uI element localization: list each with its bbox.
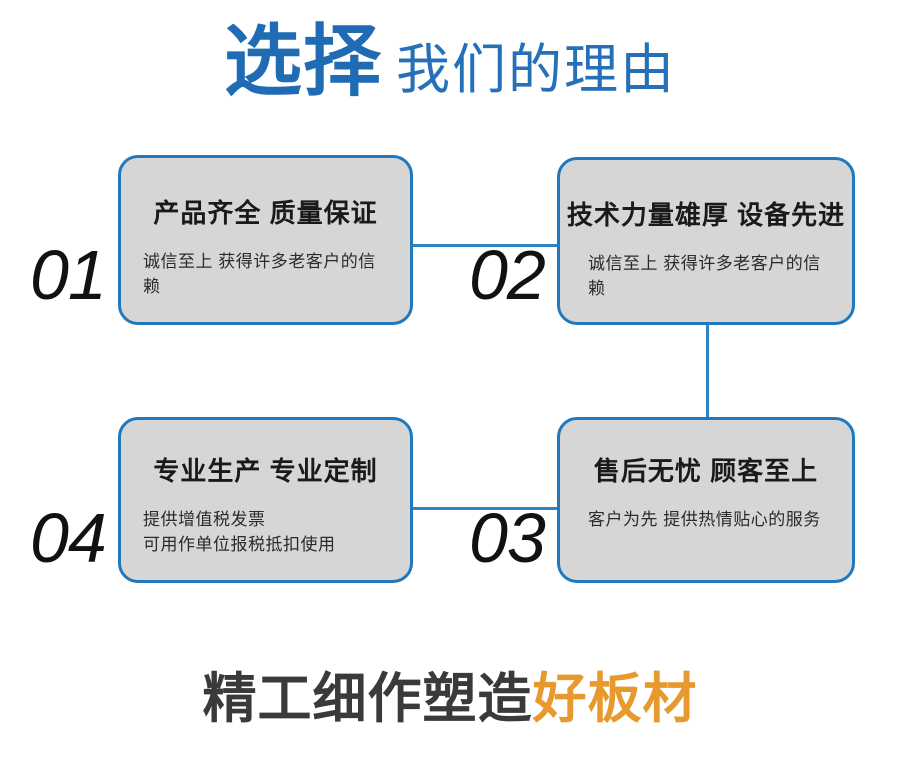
- footer-slogan: 精工细作塑造好板材: [0, 672, 900, 726]
- connector-card02-to-card03: [706, 322, 709, 420]
- connector-card01-to-card02: [409, 244, 561, 247]
- feature-card-02-number: 02: [469, 236, 546, 314]
- feature-card-01-number: 01: [30, 236, 107, 314]
- feature-card-03[interactable]: 售后无忧 顾客至上 客户为先 提供热情贴心的服务: [557, 417, 855, 583]
- feature-card-03-body: 客户为先 提供热情贴心的服务: [588, 510, 821, 529]
- feature-card-04[interactable]: 专业生产 专业定制 提供增值税发票 可用作单位报税抵扣使用: [118, 417, 413, 583]
- feature-card-04-number: 04: [30, 499, 107, 577]
- feature-card-02[interactable]: 技术力量雄厚 设备先进 诚信至上 获得许多老客户的信赖: [557, 157, 855, 325]
- feature-card-02-title: 技术力量雄厚 设备先进: [566, 200, 846, 230]
- feature-card-01-body: 诚信至上 获得许多老客户的信赖: [143, 252, 376, 296]
- feature-card-04-body-line2: 可用作单位报税抵扣使用: [143, 534, 336, 554]
- footer-slogan-orange: 好板材: [532, 669, 698, 729]
- feature-card-01[interactable]: 产品齐全 质量保证 诚信至上 获得许多老客户的信赖: [118, 155, 413, 325]
- feature-card-03-title: 售后无忧 顾客至上: [593, 456, 819, 486]
- connector-card04-to-card03: [409, 507, 561, 510]
- feature-card-04-title: 专业生产 专业定制: [153, 456, 378, 486]
- feature-card-03-number: 03: [469, 499, 546, 577]
- feature-card-02-body: 诚信至上 获得许多老客户的信赖: [588, 254, 821, 298]
- page-title-strong: 选择: [223, 17, 382, 105]
- page-title: 选择我们的理由: [0, 22, 900, 100]
- feature-card-04-body: 提供增值税发票 可用作单位报税抵扣使用: [143, 508, 403, 557]
- page-title-light: 我们的理由: [396, 40, 676, 100]
- feature-card-04-body-line1: 提供增值税发票: [143, 510, 266, 529]
- footer-slogan-dark: 精工细作塑造: [202, 669, 533, 729]
- feature-card-01-title: 产品齐全 质量保证: [153, 198, 378, 228]
